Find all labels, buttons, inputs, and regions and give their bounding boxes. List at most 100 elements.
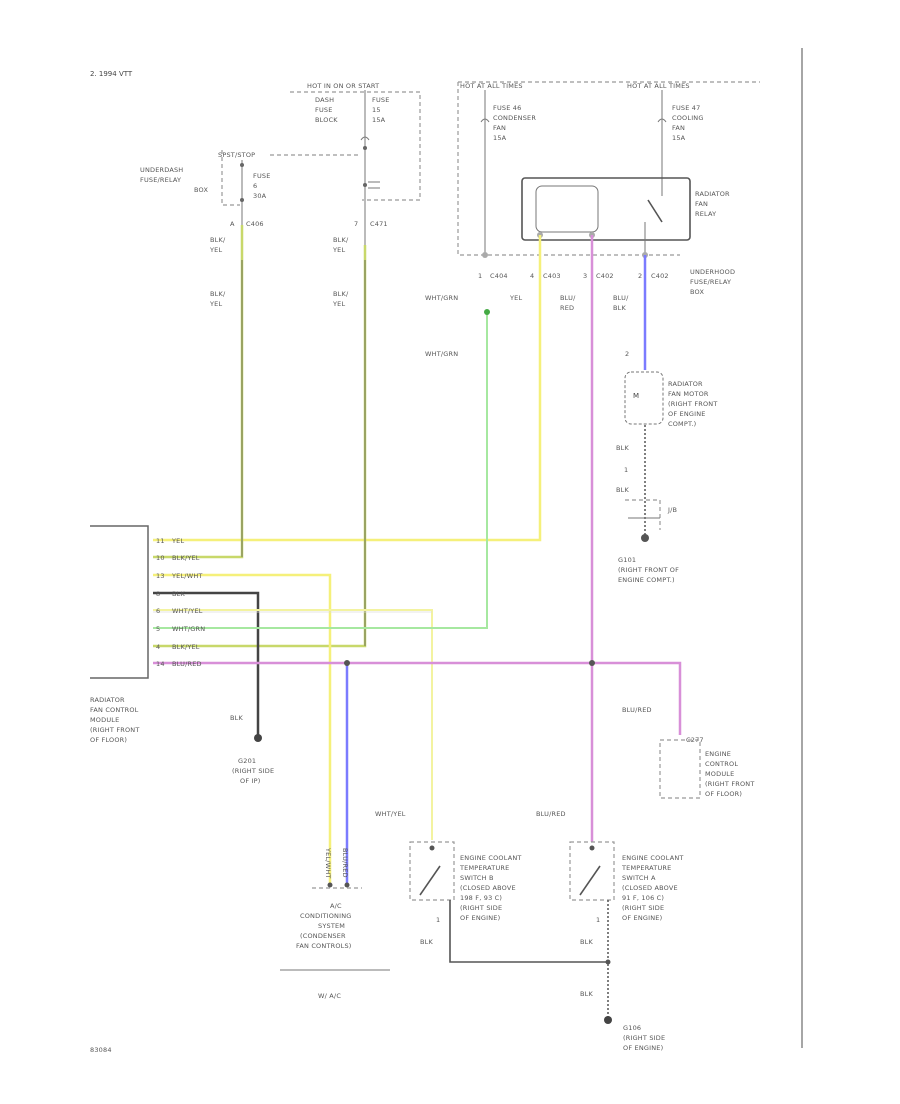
svg-text:FAN CONTROLS): FAN CONTROLS)	[296, 942, 352, 950]
hot-at-all-times-left: HOT AT ALL TIMES	[460, 82, 523, 90]
svg-text:RADIATOR: RADIATOR	[668, 380, 703, 388]
svg-text:FAN MOTOR: FAN MOTOR	[668, 390, 709, 398]
underdash-fuse-relay-box: UNDERDASH FUSE/RELAY BOX SPST/STOP FUSE …	[140, 150, 388, 228]
svg-text:BLK: BLK	[613, 304, 626, 312]
svg-text:91 F, 106 C): 91 F, 106 C)	[622, 894, 664, 902]
svg-text:G201: G201	[238, 757, 256, 765]
svg-text:OF FLOOR): OF FLOOR)	[90, 736, 127, 744]
ect-switch-b: WHT/YEL ENGINE COOLANT TEMPERATURE SWITC…	[375, 810, 608, 963]
svg-text:FUSE/RELAY: FUSE/RELAY	[690, 278, 731, 286]
svg-text:SWITCH A: SWITCH A	[622, 874, 656, 882]
svg-text:WHT/GRN: WHT/GRN	[172, 625, 205, 633]
svg-text:FAN CONTROL: FAN CONTROL	[90, 706, 139, 714]
svg-text:15A: 15A	[493, 134, 507, 142]
svg-text:1: 1	[624, 466, 628, 474]
module-pin-rows: 11 YEL 10 BLK/YEL 13 YEL/WHT 8 BLK 6 WHT…	[156, 537, 205, 668]
svg-text:OF IP): OF IP)	[240, 777, 261, 785]
svg-text:(RIGHT SIDE: (RIGHT SIDE	[623, 1034, 665, 1042]
svg-text:15A: 15A	[672, 134, 686, 142]
svg-text:30A: 30A	[253, 192, 267, 200]
svg-text:C404: C404	[490, 272, 508, 280]
svg-text:CONDENSER: CONDENSER	[493, 114, 536, 122]
wht-grn-wire	[153, 312, 488, 629]
svg-text:(CONDENSER: (CONDENSER	[300, 932, 346, 940]
svg-text:BLK/YEL: BLK/YEL	[172, 554, 200, 562]
svg-text:FUSE: FUSE	[315, 106, 333, 114]
svg-text:OF ENGINE: OF ENGINE	[668, 410, 706, 418]
svg-text:ENGINE COMPT.): ENGINE COMPT.)	[618, 576, 675, 584]
ac-system: YEL/WHT BLU/RED A/C CONDITIONING SYSTEM …	[280, 847, 390, 1000]
svg-text:C403: C403	[543, 272, 561, 280]
svg-text:198 F, 93 C): 198 F, 93 C)	[460, 894, 502, 902]
svg-text:C402: C402	[596, 272, 614, 280]
svg-text:FAN: FAN	[695, 200, 708, 208]
svg-text:2: 2	[638, 272, 642, 280]
diagram-header: 2. 1994 VTT	[90, 70, 133, 78]
svg-text:CONDITIONING: CONDITIONING	[300, 912, 352, 920]
svg-text:FAN: FAN	[672, 124, 685, 132]
svg-text:8: 8	[156, 590, 160, 598]
svg-text:7: 7	[354, 220, 358, 228]
svg-text:(RIGHT SIDE: (RIGHT SIDE	[622, 904, 664, 912]
svg-text:DASH: DASH	[315, 96, 334, 104]
svg-text:FUSE/RELAY: FUSE/RELAY	[140, 176, 181, 184]
svg-text:WHT/YEL: WHT/YEL	[172, 607, 203, 615]
svg-text:BLU/RED: BLU/RED	[172, 660, 202, 668]
ect-switch-a: BLU/RED ENGINE COOLANT TEMPERATURE SWITC…	[536, 810, 684, 1018]
blu-red-vertical-label: BLU/RED	[341, 848, 349, 878]
ground-g106: BLK G106 (RIGHT SIDE OF ENGINE)	[580, 990, 665, 1052]
svg-text:BLK: BLK	[580, 990, 593, 998]
svg-text:BLK/: BLK/	[210, 290, 226, 298]
svg-text:14: 14	[156, 660, 165, 668]
svg-text:MODULE: MODULE	[90, 716, 119, 724]
svg-text:1: 1	[436, 916, 440, 924]
svg-text:OF ENGINE): OF ENGINE)	[622, 914, 662, 922]
svg-text:TEMPERATURE: TEMPERATURE	[621, 864, 671, 872]
svg-text:UNDERHOOD: UNDERHOOD	[690, 268, 735, 276]
hot-at-all-times-right: HOT AT ALL TIMES	[627, 82, 690, 90]
ground-g101-icon	[641, 534, 649, 542]
svg-text:YEL: YEL	[332, 300, 345, 308]
svg-text:WHT/GRN: WHT/GRN	[425, 350, 458, 358]
svg-text:(RIGHT FRONT: (RIGHT FRONT	[668, 400, 718, 408]
blu-red-wire	[153, 661, 682, 735]
ground-g201: BLK G201 (RIGHT SIDE OF IP)	[230, 714, 274, 785]
svg-text:6: 6	[253, 182, 257, 190]
svg-text:YEL: YEL	[509, 294, 522, 302]
svg-text:CONTROL: CONTROL	[705, 760, 738, 768]
svg-text:FUSE: FUSE	[372, 96, 390, 104]
radiator-fan-relay-box	[521, 177, 691, 241]
svg-text:BLOCK: BLOCK	[315, 116, 338, 124]
svg-text:6: 6	[156, 607, 160, 615]
svg-text:BLK/: BLK/	[210, 236, 226, 244]
svg-text:15: 15	[372, 106, 381, 114]
svg-text:(RIGHT FRONT: (RIGHT FRONT	[90, 726, 140, 734]
svg-text:2: 2	[625, 350, 629, 358]
svg-text:TEMPERATURE: TEMPERATURE	[459, 864, 509, 872]
svg-text:BLK: BLK	[616, 486, 629, 494]
svg-text:YEL: YEL	[332, 246, 345, 254]
radiator-fan-control-module: 11 YEL 10 BLK/YEL 13 YEL/WHT 8 BLK 6 WHT…	[90, 525, 205, 744]
svg-text:G106: G106	[623, 1024, 641, 1032]
svg-text:ENGINE COOLANT: ENGINE COOLANT	[622, 854, 684, 862]
svg-text:M: M	[633, 392, 639, 400]
svg-text:(RIGHT SIDE: (RIGHT SIDE	[232, 767, 274, 775]
svg-text:MODULE: MODULE	[705, 770, 734, 778]
svg-text:WHT/YEL: WHT/YEL	[375, 810, 406, 818]
radiator-fan-motor: 2 M RADIATOR FAN MOTOR (RIGHT FRONT OF E…	[616, 350, 718, 584]
jb-label: J/B	[667, 506, 677, 514]
svg-text:11: 11	[156, 537, 165, 545]
svg-text:G101: G101	[618, 556, 636, 564]
svg-text:(CLOSED ABOVE: (CLOSED ABOVE	[460, 884, 516, 892]
svg-text:(RIGHT SIDE: (RIGHT SIDE	[460, 904, 502, 912]
svg-text:BOX: BOX	[194, 186, 208, 194]
svg-text:BLK: BLK	[230, 714, 243, 722]
svg-text:5: 5	[156, 625, 160, 633]
spst-stop-label: SPST/STOP	[218, 151, 255, 159]
svg-text:(RIGHT FRONT: (RIGHT FRONT	[705, 780, 755, 788]
svg-text:YEL: YEL	[209, 300, 222, 308]
svg-text:RADIATOR: RADIATOR	[695, 190, 730, 198]
svg-text:RED: RED	[560, 304, 574, 312]
svg-text:13: 13	[156, 572, 165, 580]
